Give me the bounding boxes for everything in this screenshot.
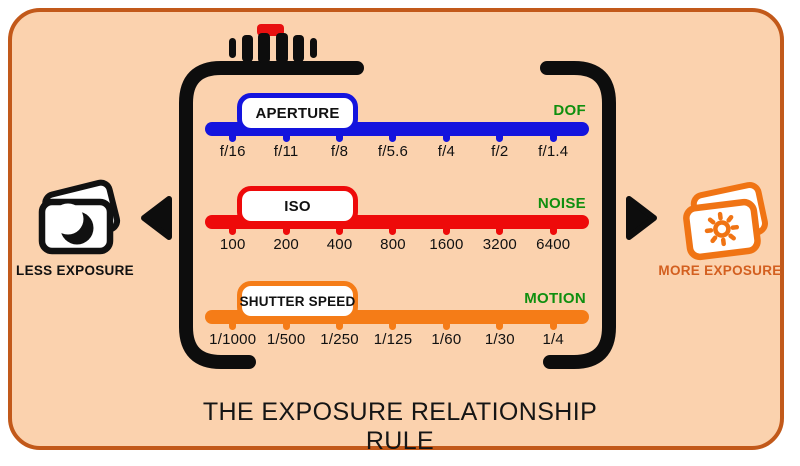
camera-dial-icon xyxy=(229,33,317,63)
dial-ridge xyxy=(309,38,317,58)
tick-label: 1/250 xyxy=(320,331,359,348)
iso-slider: ISO NOISE 100 200 400 800 1600 3200 6400 xyxy=(205,186,589,258)
tick-label: 200 xyxy=(273,236,299,253)
tick-label: f/4 xyxy=(437,143,456,160)
tick-label: f/11 xyxy=(273,143,299,160)
more-exposure-label: MORE EXPOSURE xyxy=(658,263,782,278)
dial-ridge xyxy=(241,34,253,62)
aperture-handle[interactable]: APERTURE xyxy=(237,93,358,133)
tick-label: 800 xyxy=(380,236,406,253)
iso-handle[interactable]: ISO xyxy=(237,186,358,226)
tick-label: 1/4 xyxy=(542,331,564,348)
motion-label: MOTION xyxy=(524,290,586,307)
tick-label: f/1.4 xyxy=(538,143,569,160)
tick-label: 1/60 xyxy=(431,331,462,348)
dof-label: DOF xyxy=(553,102,586,119)
tick-label: f/5.6 xyxy=(377,143,409,160)
page-title: THE EXPOSURE RELATIONSHIP RULE xyxy=(202,398,598,455)
moon-photos-icon xyxy=(38,179,121,255)
tick-label: f/2 xyxy=(491,143,509,160)
dial-ridge xyxy=(229,38,236,58)
dial-ridge xyxy=(293,34,305,62)
tick-label: 3200 xyxy=(482,236,517,253)
shutter-speed-handle[interactable]: SHUTTER SPEED xyxy=(237,281,358,321)
shutter-speed-slider: SHUTTER SPEED MOTION 1/1000 1/500 1/250 … xyxy=(205,281,589,353)
tick-label: 1/125 xyxy=(373,331,413,348)
tick-label: 1600 xyxy=(429,236,464,253)
right-arrow-icon xyxy=(626,196,657,240)
less-exposure-label: LESS EXPOSURE xyxy=(16,263,134,278)
noise-label: NOISE xyxy=(537,195,586,212)
tick-label: 100 xyxy=(219,236,246,253)
tick-label: 1/1000 xyxy=(209,331,257,348)
tick-label: f/16 xyxy=(219,143,246,160)
tick-label: 1/500 xyxy=(266,331,306,348)
dial-ridge xyxy=(258,33,271,63)
dial-ridge xyxy=(275,33,288,63)
tick-label: 1/30 xyxy=(484,331,515,348)
sun-photos-icon xyxy=(683,182,768,261)
aperture-slider: APERTURE DOF f/16 f/11 f/8 f/5.6 f/4 f/2… xyxy=(205,93,589,165)
tick-label: 6400 xyxy=(536,236,571,253)
left-arrow-icon xyxy=(141,196,172,240)
tick-label: f/8 xyxy=(330,143,349,160)
tick-label: 400 xyxy=(326,236,353,253)
